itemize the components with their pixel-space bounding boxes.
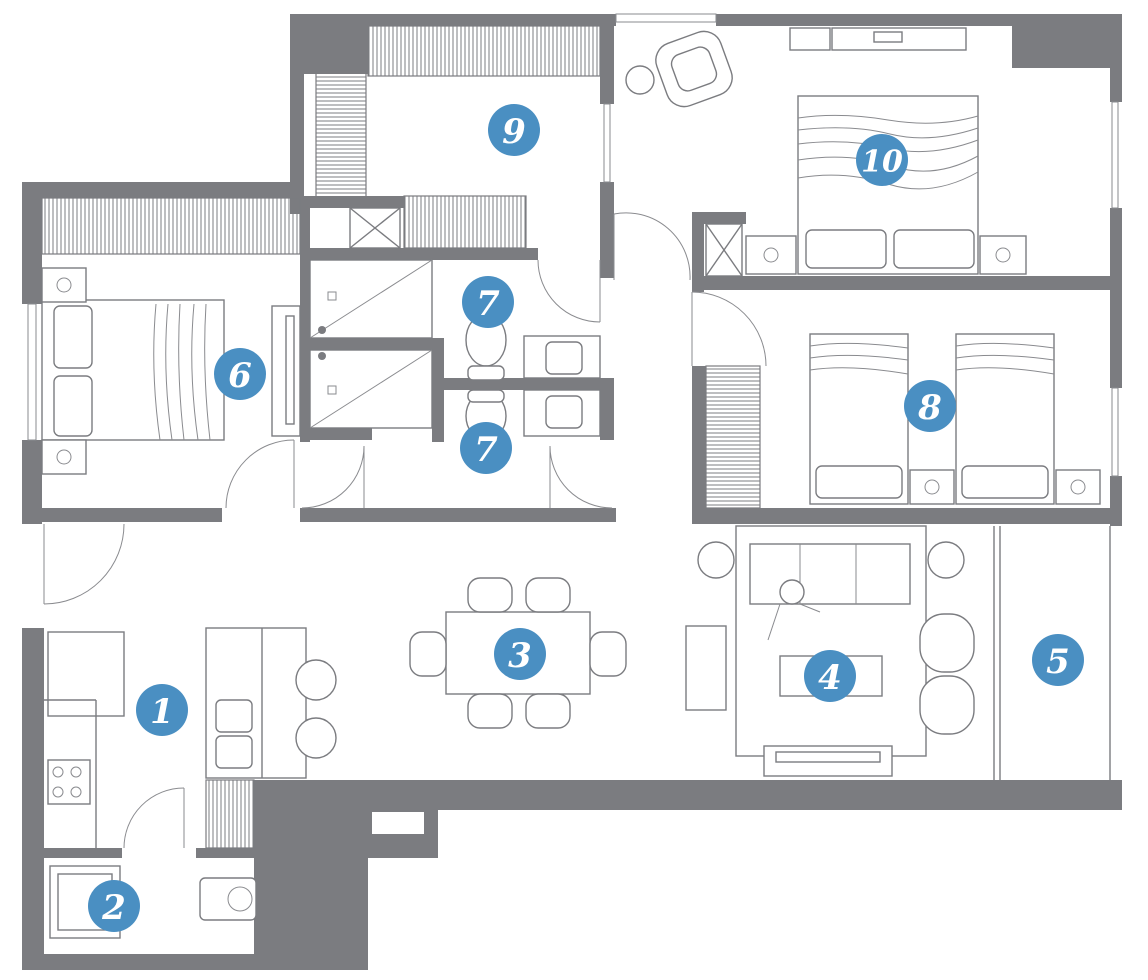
marker-walk-in-closet[interactable]: 9 bbox=[488, 104, 540, 156]
svg-text:1: 1 bbox=[150, 692, 174, 732]
svg-text:5: 5 bbox=[1046, 642, 1070, 682]
marker-bedroom-left[interactable]: 6 bbox=[214, 348, 266, 400]
master-bedroom-furniture bbox=[625, 27, 1027, 275]
marker-bathroom-lower[interactable]: 7 bbox=[460, 422, 512, 474]
svg-text:8: 8 bbox=[917, 388, 942, 428]
door-swings bbox=[43, 212, 767, 849]
marker-kitchen[interactable]: 1 bbox=[136, 684, 188, 736]
windows bbox=[27, 13, 1119, 477]
svg-text:9: 9 bbox=[502, 112, 526, 152]
marker-bathroom-upper[interactable]: 7 bbox=[462, 276, 514, 328]
svg-text:3: 3 bbox=[508, 636, 532, 676]
living-furniture bbox=[685, 525, 975, 777]
svg-text:7: 7 bbox=[474, 430, 498, 470]
marker-balcony[interactable]: 5 bbox=[1032, 634, 1084, 686]
marker-laundry[interactable]: 2 bbox=[88, 880, 140, 932]
marker-master-bedroom[interactable]: 10 bbox=[856, 134, 908, 186]
svg-text:7: 7 bbox=[476, 284, 500, 324]
marker-bedroom-twin[interactable]: 8 bbox=[904, 380, 956, 432]
svg-text:4: 4 bbox=[818, 658, 842, 698]
laundry-furniture bbox=[49, 865, 257, 939]
balcony bbox=[993, 526, 1111, 780]
twin-bedroom-furniture bbox=[809, 333, 1101, 505]
marker-living[interactable]: 4 bbox=[804, 650, 856, 702]
walls bbox=[22, 14, 1122, 970]
svg-text:6: 6 bbox=[228, 356, 252, 396]
wardrobes bbox=[41, 25, 761, 849]
svg-text:2: 2 bbox=[101, 888, 126, 928]
svg-text:10: 10 bbox=[861, 145, 903, 180]
marker-dining[interactable]: 3 bbox=[494, 628, 546, 680]
service-ducts bbox=[349, 207, 743, 277]
bathroom-furniture bbox=[309, 259, 601, 441]
kitchen-furniture bbox=[44, 627, 337, 848]
left-bedroom-furniture bbox=[41, 267, 301, 475]
